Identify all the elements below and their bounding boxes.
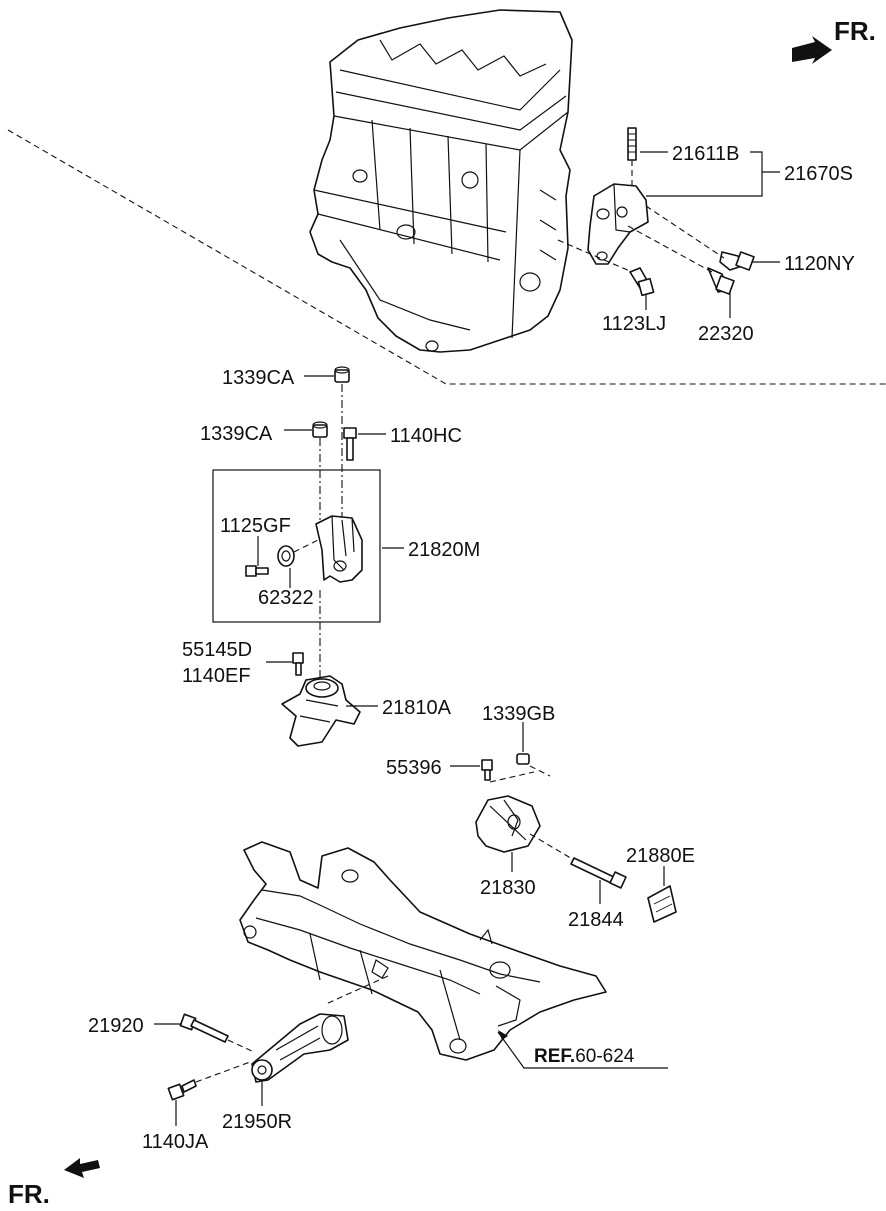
- roll-rod-21950r: [251, 1013, 349, 1083]
- bolt-guide-line: [195, 1061, 251, 1083]
- washer-62322: [277, 545, 295, 567]
- bolt-guide-line: [645, 205, 725, 259]
- bracket-bolt-1123lj: [629, 267, 655, 297]
- part-label-1140hc: 1140HC: [390, 425, 462, 447]
- part-label-1339ca-upper: 1339CA: [222, 367, 295, 389]
- part-label-21920: 21920: [88, 1015, 144, 1037]
- part-label-62322: 62322: [258, 587, 314, 609]
- bolt-1140ja: [167, 1079, 197, 1101]
- front-direction-indicator-top: FR.: [792, 16, 876, 64]
- part-label-21810a: 21810A: [382, 697, 452, 719]
- part-label-1339gb: 1339GB: [482, 703, 555, 725]
- part-label-21820m: 21820M: [408, 539, 480, 561]
- leader-ref: [497, 1031, 668, 1069]
- part-label-55145d: 55145D: [182, 639, 252, 661]
- bracket-bolt-1120ny: [719, 251, 755, 271]
- part-label-21830: 21830: [480, 877, 536, 899]
- part-label-22320: 22320: [698, 323, 754, 345]
- bolt-55145d: [292, 652, 304, 676]
- stud-bolt: [627, 127, 637, 161]
- transmission-mount-21830: [475, 795, 541, 853]
- nut-1339ca-lower: [312, 421, 328, 438]
- bolt-guide-line: [557, 239, 633, 273]
- part-label-1140ef: 1140EF: [182, 665, 251, 687]
- reference-callout: REF.60-624: [534, 1046, 635, 1067]
- bracket-assembly-frame: [212, 469, 381, 623]
- part-label-21611b: 21611B: [672, 143, 739, 165]
- bolt-guide-line: [529, 833, 575, 861]
- bolt-21844: [570, 857, 627, 889]
- engine-block-illustration: [309, 9, 573, 353]
- rod-guide-line: [325, 975, 389, 1005]
- bolt-1125gf: [245, 565, 269, 577]
- plate-21880e: [647, 885, 677, 923]
- leader-21670s: [646, 151, 780, 197]
- front-label-top: FR.: [834, 16, 876, 46]
- part-label-21950r: 21950R: [222, 1111, 292, 1133]
- part-label-1125gf: 1125GF: [220, 515, 291, 537]
- bolt-guide-line: [227, 1039, 255, 1053]
- bolt-1140hc: [343, 427, 357, 461]
- part-label-1123lj: 1123LJ: [602, 313, 666, 335]
- bolt-guide-line: [627, 225, 713, 273]
- bolt-21920: [179, 1013, 229, 1043]
- reference-code: 60-624: [575, 1046, 635, 1067]
- ref-arrow-icon: [498, 1030, 508, 1040]
- reference-prefix: REF.: [534, 1046, 575, 1067]
- engine-mounting-bracket: [587, 183, 649, 265]
- nut-1339ca-upper: [334, 366, 350, 383]
- front-subframe-illustration: [239, 841, 607, 1061]
- washer-guide-line: [293, 539, 319, 553]
- part-label-55396: 55396: [386, 757, 442, 779]
- front-label-bottom: FR.: [8, 1179, 50, 1209]
- engine-mount-insulator-21810a: [281, 675, 361, 747]
- part-label-21670s: 21670S: [784, 163, 853, 185]
- part-label-1140ja: 1140JA: [142, 1131, 209, 1153]
- nut-1339gb: [516, 753, 530, 765]
- front-arrow-icon: [792, 36, 832, 64]
- part-label-1120ny: 1120NY: [784, 253, 855, 275]
- front-direction-indicator-bottom: FR.: [8, 1158, 100, 1209]
- engine-mount-bracket-21820m: [315, 515, 363, 583]
- bolt-55396: [481, 759, 493, 781]
- bracket-bolt-22320: [707, 267, 735, 295]
- mount-guide-line: [489, 765, 551, 783]
- front-arrow-icon: [64, 1158, 100, 1178]
- part-label-21844: 21844: [568, 909, 624, 931]
- part-label-21880e: 21880E: [626, 845, 695, 867]
- part-label-1339ca-lower: 1339CA: [200, 423, 273, 445]
